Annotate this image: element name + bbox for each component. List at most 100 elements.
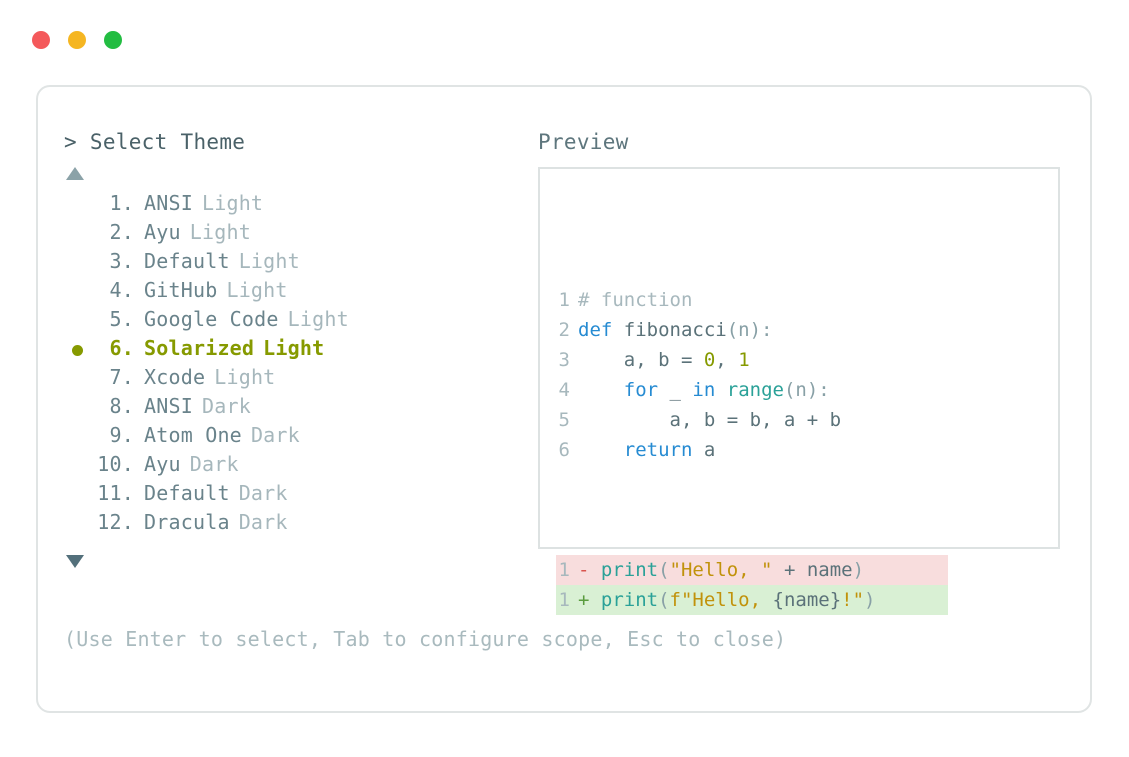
theme-item-number: 12.	[97, 510, 134, 534]
close-window-dot[interactable]	[32, 31, 50, 49]
code-line: 5 a, b = b, a + b	[556, 405, 1050, 435]
selected-bullet-cell	[64, 481, 90, 510]
code-line-number: 6	[558, 439, 570, 461]
theme-item-variant: Light	[214, 365, 276, 389]
theme-item-name: Xcode	[144, 365, 206, 389]
code-token: a, b =	[578, 349, 704, 371]
code-token	[578, 439, 624, 461]
theme-list-item[interactable]: 5. Google Code Light	[64, 307, 534, 336]
code-line: 1# function	[556, 285, 1050, 315]
code-line: 6 return a	[556, 435, 1050, 465]
code-token	[578, 379, 624, 401]
code-token: for	[623, 379, 659, 401]
minimize-window-dot[interactable]	[68, 31, 86, 49]
theme-item-variant: Light	[201, 191, 264, 215]
code-token: name	[806, 559, 853, 581]
scroll-down-arrow-icon[interactable]	[66, 555, 84, 568]
theme-item-name: Ayu	[144, 220, 181, 244]
diff-line-add: 1+ print(f"Hello, {name}!")	[556, 585, 948, 615]
code-token: "Hello, "	[669, 559, 773, 581]
code-token: 1	[738, 349, 750, 371]
theme-item-variant: Dark	[189, 452, 239, 476]
code-token: a, b = b, a + b	[578, 409, 842, 431]
theme-item-number: 2.	[109, 220, 134, 244]
selected-bullet-cell	[64, 452, 90, 481]
diff-marker-del: -	[578, 559, 601, 581]
code-line-number: 5	[558, 409, 570, 431]
code-line-number: 3	[558, 349, 570, 371]
theme-item-name: ANSI	[144, 394, 193, 418]
code-token: range	[726, 379, 784, 401]
code-token: +	[772, 559, 807, 581]
scroll-up-arrow-icon[interactable]	[66, 167, 84, 180]
code-token: ,	[715, 349, 739, 371]
selected-bullet-cell	[64, 249, 90, 278]
diff-block: 1- print("Hello, " + name)1+ print(f"Hel…	[556, 555, 1050, 615]
code-token	[715, 379, 726, 401]
theme-item-name: ANSI	[144, 191, 193, 215]
diff-marker-add: +	[578, 589, 601, 611]
theme-item-variant: Dark	[238, 510, 288, 534]
selected-bullet-cell	[64, 191, 90, 220]
theme-item-name: Solarized	[144, 336, 255, 360]
code-token: (	[658, 559, 670, 581]
code-token: print	[600, 559, 659, 581]
code-token: a	[692, 439, 716, 461]
code-token: return	[623, 439, 693, 461]
code-token: in	[692, 379, 716, 401]
theme-item-name: Default	[144, 249, 230, 273]
window-controls	[32, 31, 122, 49]
diff-line-number: 1	[558, 559, 570, 581]
theme-item-name: Ayu	[144, 452, 181, 476]
selected-bullet-cell	[64, 510, 90, 539]
theme-item-variant: Dark	[238, 481, 288, 505]
theme-item-number: 3.	[109, 249, 134, 273]
code-token: f"Hello,	[669, 589, 773, 611]
theme-item-name: Google Code	[144, 307, 279, 331]
theme-item-name: Atom One	[144, 423, 242, 447]
code-line-number: 2	[558, 319, 570, 341]
theme-item-number: 4.	[109, 278, 134, 302]
selected-bullet-cell	[64, 278, 90, 307]
theme-item-name: Dracula	[144, 510, 230, 534]
theme-item-number: 5.	[109, 307, 134, 331]
theme-item-number: 9.	[109, 423, 134, 447]
theme-item-variant: Light	[287, 307, 349, 331]
theme-item-variant: Light	[226, 278, 288, 302]
code-token: _	[658, 379, 693, 401]
select-theme-heading: > Select Theme	[64, 129, 534, 155]
selected-bullet-cell	[64, 307, 90, 336]
theme-item-number: 6.	[109, 336, 134, 360]
diff-line-del: 1- print("Hello, " + name)	[556, 555, 948, 585]
theme-item-number: 1.	[109, 191, 134, 215]
selected-bullet-cell	[64, 365, 90, 394]
code-token: def	[578, 319, 624, 341]
code-line: 4 for _ in range(n):	[556, 375, 1050, 405]
code-token: )	[864, 589, 876, 611]
diff-line-number: 1	[558, 589, 570, 611]
theme-list-item[interactable]: 1. ANSI Light	[64, 191, 534, 220]
code-token: (n):	[783, 379, 830, 401]
code-token: print	[600, 589, 659, 611]
maximize-window-dot[interactable]	[104, 31, 122, 49]
theme-item-variant: Dark	[201, 394, 251, 418]
theme-item-name: Default	[144, 481, 230, 505]
selected-bullet-icon	[71, 345, 83, 356]
code-line-number: 1	[558, 289, 570, 311]
keyboard-hint: (Use Enter to select, Tab to configure s…	[64, 627, 787, 651]
theme-list-item[interactable]: 12. Dracula Dark	[64, 510, 534, 539]
